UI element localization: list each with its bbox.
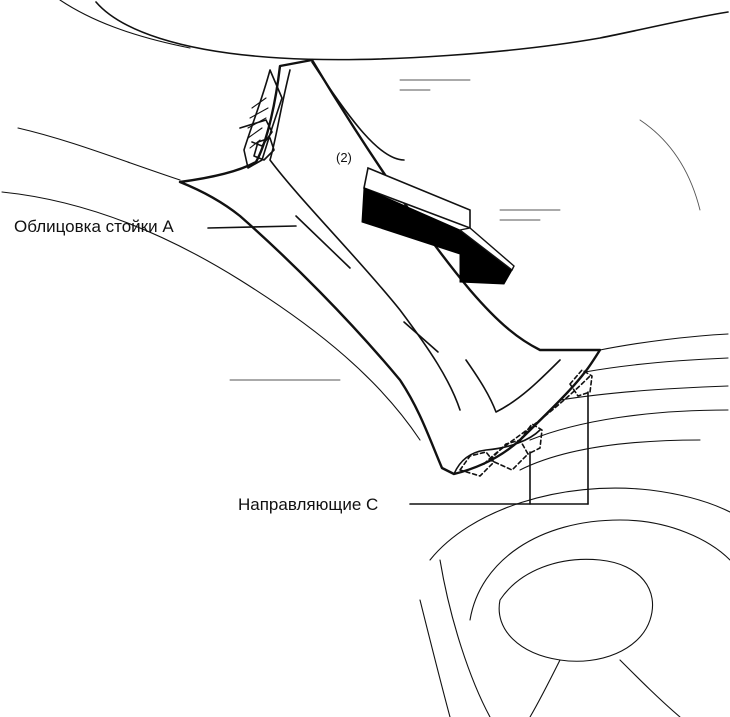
windshield-frame-curve xyxy=(17,127,181,181)
leader-guides xyxy=(409,391,589,505)
pillar-trim-inner-edge xyxy=(269,69,461,411)
dashboard-contour-2 xyxy=(584,357,729,373)
steering-wheel-outer xyxy=(429,487,730,561)
dashboard-top-contour xyxy=(599,333,729,351)
steering-wheel-hub xyxy=(498,558,654,662)
roof-edge-line xyxy=(59,0,191,49)
steering-wheel-inner xyxy=(469,519,730,621)
pillar-trim-surface-line xyxy=(311,61,405,161)
dash-lower-curve-2 xyxy=(439,559,491,717)
steering-spoke xyxy=(529,659,561,717)
dashboard-contour-3 xyxy=(559,385,729,401)
steering-spoke-2 xyxy=(619,659,681,717)
label-guides: Направляющие C xyxy=(238,495,379,514)
pillar-trim-crease-lower xyxy=(403,321,439,353)
dashboard-contour-4 xyxy=(529,409,729,441)
pillar-trim-base xyxy=(453,429,541,475)
pillar-trim-crease xyxy=(295,215,351,269)
label-pillar-trim: Облицовка стойки A xyxy=(14,217,174,236)
background-sketch xyxy=(229,79,701,381)
dashboard-contour-5 xyxy=(519,439,701,471)
dash-lower-curve xyxy=(419,599,451,717)
leader-pillar-trim xyxy=(207,225,297,229)
pillar-trim-outline xyxy=(178,58,602,476)
label-step-number: (2) xyxy=(336,150,352,165)
door-frame-curve xyxy=(1,191,421,441)
guide-clips-dashed xyxy=(459,369,593,477)
pillar-trim-lower-curve xyxy=(465,359,561,413)
roof-outline xyxy=(95,1,729,61)
pillar-mount-bracket xyxy=(239,69,283,169)
pull-direction-arrow xyxy=(361,166,515,285)
